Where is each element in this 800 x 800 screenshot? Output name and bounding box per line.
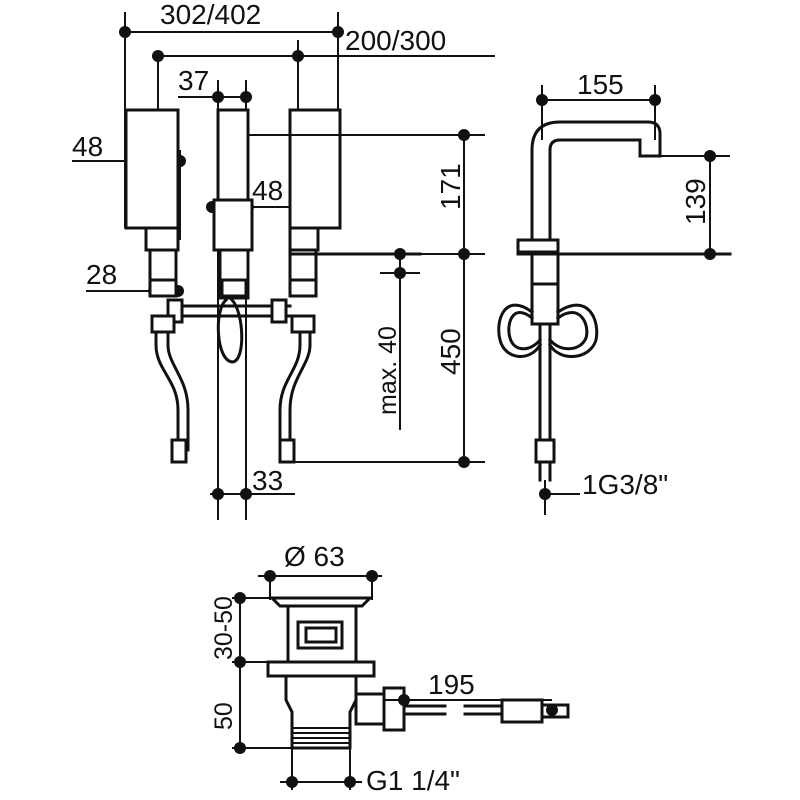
pop-up-waste-view: Ø 63 195: [210, 541, 570, 796]
right-handle-body: [288, 108, 342, 230]
left-handle-base: [144, 226, 180, 252]
front-view: 302/402 200/300 37 48 48: [72, 0, 495, 520]
dim-302-402: 302/402: [160, 0, 261, 30]
right-handle-base: [288, 226, 320, 252]
dim-48-mid: 48: [252, 175, 283, 206]
spout-collar: [212, 198, 254, 252]
dim-139: 139: [680, 178, 711, 225]
dim-450: 450: [435, 328, 466, 375]
dim-200-300: 200/300: [345, 25, 446, 56]
dim-thread-g114: G1 1/4": [366, 765, 460, 796]
dim-28: 28: [86, 259, 117, 290]
dim-171: 171: [435, 163, 466, 210]
left-handle-body: [124, 108, 180, 230]
dim-33: 33: [252, 465, 283, 496]
dim-195: 195: [428, 669, 475, 700]
side-view: 155 139 1G3/8": [497, 69, 732, 515]
dim-thread-1g38: 1G3/8": [582, 469, 668, 500]
dim-max-40: max. 40: [374, 326, 402, 415]
dim-50: 50: [210, 702, 238, 730]
dim-48-left: 48: [72, 131, 103, 162]
dim-155: 155: [577, 69, 624, 100]
dim-diameter-63: Ø 63: [284, 541, 345, 572]
dim-30-50: 30-50: [210, 596, 238, 660]
dim-37: 37: [178, 65, 209, 96]
